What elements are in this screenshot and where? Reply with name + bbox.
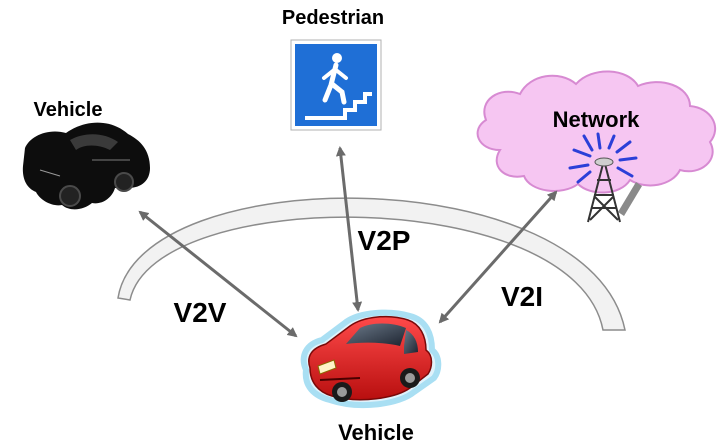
v2p-arrow [335, 146, 363, 312]
network-label: Network [553, 107, 641, 132]
v2i-arrow [438, 190, 558, 324]
v2v-arrow [138, 210, 298, 338]
pedestrian-label: Pedestrian [282, 7, 384, 29]
v2p-label: V2P [358, 225, 411, 256]
red-car-icon [300, 309, 442, 408]
network-cloud-icon [476, 70, 717, 194]
v2v-label: V2V [174, 297, 227, 328]
cell-tower-icon [568, 132, 642, 223]
black-car-icon [22, 122, 151, 210]
v2i-label: V2I [501, 281, 543, 312]
vehicle-center-label: Vehicle [338, 420, 414, 445]
vehicle-remote-label: Vehicle [34, 99, 103, 121]
pedestrian-crossing-sign-icon [290, 39, 382, 131]
